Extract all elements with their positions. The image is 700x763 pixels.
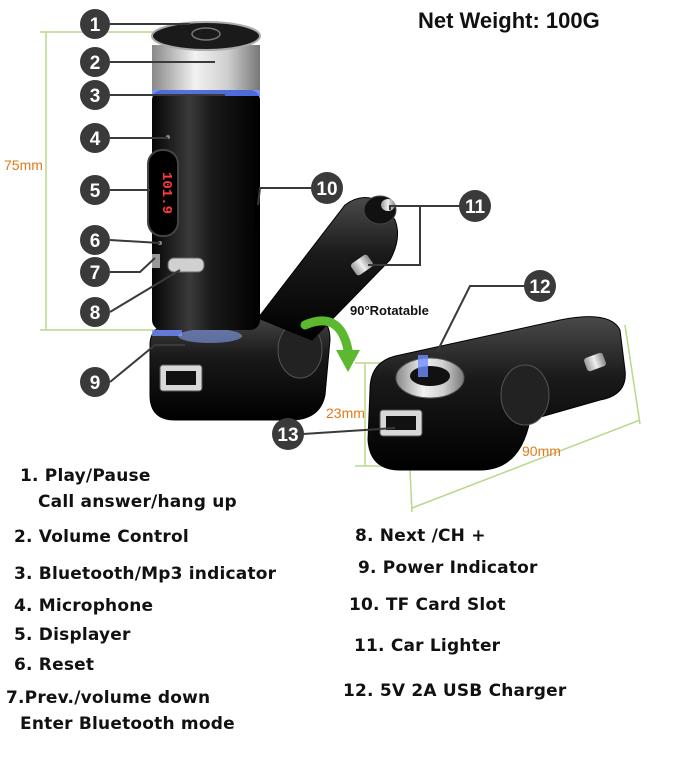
rotation-arrow	[300, 316, 360, 372]
svg-text:9: 9	[90, 373, 101, 394]
svg-text:12: 12	[529, 277, 550, 298]
legend-item-3: 3. Bluetooth/Mp3 indicator	[14, 564, 277, 584]
legend-item-1: 1. Play/Pause	[20, 466, 151, 486]
callout-11: 11	[459, 190, 491, 222]
legend-item-12: 12. 5V 2A USB Charger	[343, 681, 567, 701]
svg-text:5: 5	[90, 181, 101, 202]
svg-text:4: 4	[90, 129, 101, 150]
callout-1: 1	[80, 9, 110, 39]
legend-item-8: 8. Next /CH +	[355, 526, 486, 546]
svg-text:6: 6	[90, 231, 101, 252]
length-dimension: 90mm	[522, 443, 561, 459]
left-device-body: 101.9	[147, 21, 261, 330]
legend-item-5: 5. Displayer	[14, 625, 131, 645]
svg-text:2: 2	[90, 53, 101, 74]
legend-item-7: 7.Prev./volume down	[6, 688, 211, 708]
legend-item-7-detail: Enter Bluetooth mode	[20, 714, 235, 734]
callout-12: 12	[524, 270, 556, 302]
legend-item-10: 10. TF Card Slot	[349, 595, 506, 615]
svg-text:11: 11	[465, 197, 486, 218]
callout-13: 13	[272, 418, 304, 450]
callout-3: 3	[80, 80, 110, 110]
callout-4: 4	[80, 123, 110, 153]
legend-item-6: 6. Reset	[14, 655, 95, 675]
callout-6: 6	[80, 225, 110, 255]
height-dimension: 75mm	[4, 157, 43, 173]
depth-dimension: 23mm	[326, 405, 365, 421]
callout-markers: 1 2 3 4 5 6 7 8 9 10 11 12 13	[80, 9, 556, 450]
legend-item-9: 9. Power Indicator	[358, 558, 538, 578]
svg-text:1: 1	[90, 15, 101, 36]
svg-text:13: 13	[277, 425, 298, 446]
legend-item-11: 11. Car Lighter	[354, 636, 501, 656]
callout-9: 9	[80, 367, 110, 397]
rotation-label: 90°Rotatable	[350, 303, 429, 318]
svg-text:7: 7	[90, 263, 101, 284]
legend-item-4: 4. Microphone	[14, 596, 154, 616]
callout-5: 5	[80, 175, 110, 205]
legend-item-1-detail: Call answer/hang up	[38, 492, 237, 512]
svg-text:8: 8	[90, 303, 101, 324]
callout-2: 2	[80, 47, 110, 77]
leader-lines	[109, 23, 525, 435]
callout-7: 7	[80, 257, 110, 287]
callout-10: 10	[311, 172, 343, 204]
net-weight-label: Net Weight: 100G	[418, 8, 600, 33]
legend-item-2: 2. Volume Control	[14, 527, 189, 547]
right-device	[367, 316, 626, 471]
lighter-plug	[257, 195, 399, 341]
callout-8: 8	[80, 297, 110, 327]
svg-text:3: 3	[90, 86, 101, 107]
display-reading: 101.9	[158, 172, 174, 214]
svg-text:10: 10	[316, 179, 337, 200]
